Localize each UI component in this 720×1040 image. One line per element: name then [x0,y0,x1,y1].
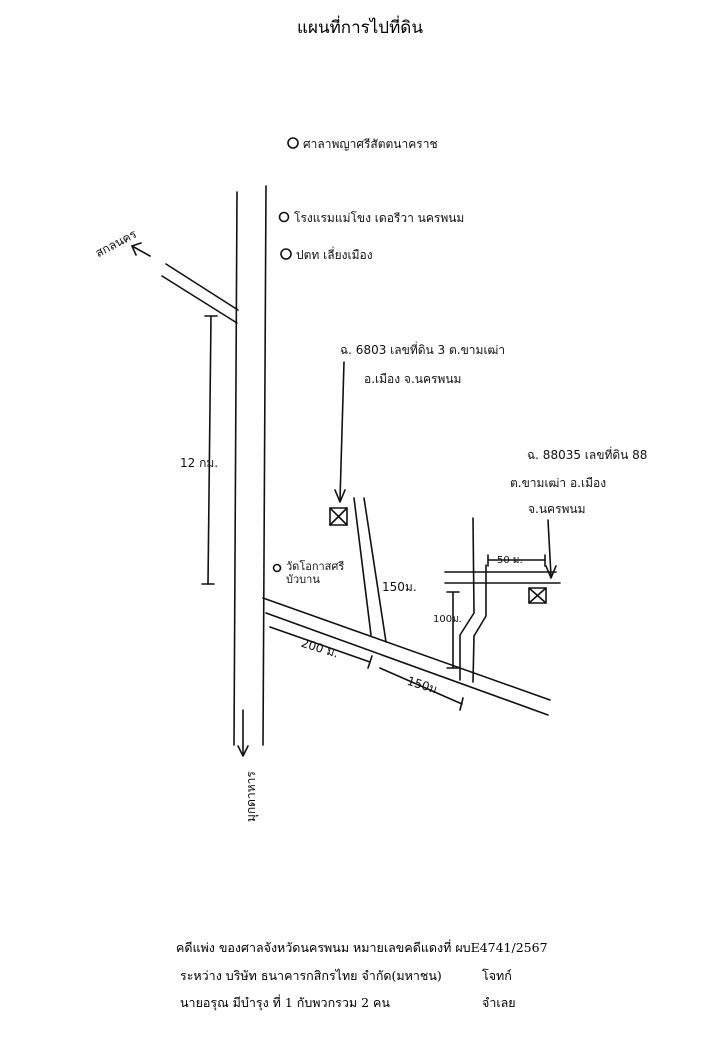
parcel-1-line-1: ฉ. 6803 เลขที่ดิน 3 ต.ขามเฒ่า [340,343,506,357]
landmark-label-2: โรงแรมแม่โขง เดอรีวา นครพนม [294,211,465,225]
arrow-to-sakon-line [131,245,151,257]
parcel-1-box [329,507,348,526]
parcel-2-line-3: จ.นครพนม [528,502,586,516]
landmark-marker-3 [280,248,292,260]
lane-1-left-edge [353,497,372,636]
distance-200m-line [269,626,371,663]
lane-2-right-edge [472,564,487,683]
distance-150m-side-label: 150ม. [382,580,417,594]
page-title: แผนที่การไปที่ดิน [297,18,423,38]
highway-left-edge [233,191,238,746]
footer-plaintiff-role: โจทก์ [482,968,512,983]
landmark-marker-1 [287,137,299,149]
distance-150m-road-tick [459,697,464,711]
highway-right-edge [262,185,267,746]
footer-defendant-role: จำเลย [482,995,516,1010]
parcel-1-pointer [339,361,345,501]
landmark-label-3: ปตท เลี่ยงเมือง [296,248,373,262]
temple-marker [272,563,282,573]
distance-200m-tick [367,655,373,669]
distance-100m-label: 100ม. [433,614,462,625]
distance-12km-line [207,315,212,585]
direction-south-label: มุกดาหาร [244,771,258,822]
parcel-2-cross-b [528,587,547,604]
arrow-to-mukdahan-head [237,745,249,757]
branch-road-lower [161,275,238,324]
lane-1-right-edge [363,497,387,643]
side-road-upper-edge [262,597,551,701]
branch-road-upper [165,263,239,311]
parcel-2-box [528,587,547,604]
parcel-1-line-2: อ.เมือง จ.นครพนม [364,372,462,386]
distance-150m-road-line [379,667,463,705]
footer-plaintiff: ระหว่าง บริษัท ธนาคารกสิกรไทย จำกัด(มหาช… [180,968,442,983]
parcel-1-pointer-head [334,489,346,503]
parcel-2-pointer [547,519,552,577]
distance-50m-label: 50 ม. [497,555,523,566]
parcel-2-pointer-head [545,565,557,579]
arrow-to-sakon-head [131,242,142,256]
parcel-2-line-2: ต.ขามเฒ่า อ.เมือง [510,476,607,490]
temple-label: วัดโอกาสศรีบัวบาน [286,560,345,586]
landmark-label-1: ศาลาพญาศรีสัตตนาคราช [303,137,438,151]
lane-2-left-edge [459,517,475,681]
landmark-marker-2 [278,211,290,223]
parcel-2-line-1: ฉ. 88035 เลขที่ดิน 88 [527,448,648,462]
parcel-1-cross-b [329,507,348,526]
side-road-lower-edge [265,612,549,716]
footer-defendant: นายอรุณ มีบำรุง ที่ 1 กับพวกรวม 2 คน [180,995,390,1010]
footer-case-number: คดีแพ่ง ของศาลจังหวัดนครพนม หมายเลขคดีแด… [176,940,548,955]
distance-12km-label: 12 กม. [180,456,219,470]
